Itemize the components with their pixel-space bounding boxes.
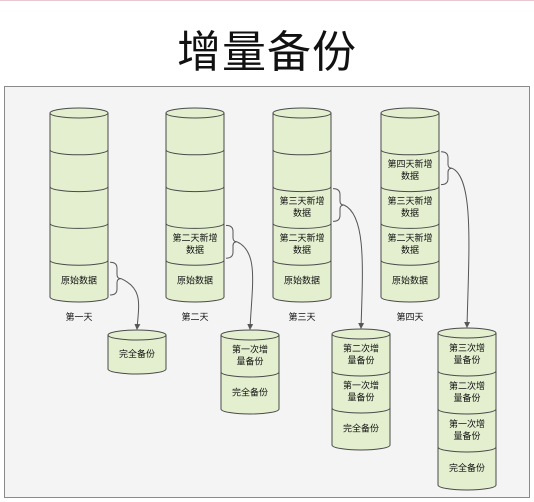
day-cylinder-4-top — [380, 107, 440, 119]
backup-cylinder-3-segment-label: 第一次增量备份 — [343, 380, 379, 404]
day-cylinder-4-divider — [380, 223, 440, 229]
day-cylinder-3-divider — [272, 260, 332, 266]
day-cylinder-4 — [380, 107, 440, 303]
day-cylinder-2-top — [165, 107, 225, 119]
backup-cylinder-2-divider — [220, 371, 280, 378]
day-cylinder-3-divider — [272, 223, 332, 229]
backup-cylinder-4-top — [437, 327, 497, 339]
day-cylinder-2-body — [165, 113, 225, 303]
day-cylinder-2-divider — [165, 149, 225, 156]
day-cylinder-2-divider — [165, 223, 225, 229]
day-cylinder-2 — [165, 107, 225, 303]
brace-1 — [109, 261, 122, 296]
day-cylinder-3-segment-label: 第三天新增数据 — [279, 195, 324, 219]
day-cylinder-1-divider — [49, 149, 109, 156]
backup-cylinder-3 — [331, 328, 391, 451]
day-cylinder-1-segment-label: 原始数据 — [61, 275, 97, 287]
day-cylinder-2-divider — [165, 186, 225, 193]
backup-cylinder-4-divider — [437, 370, 497, 377]
backup-cylinder-3-top — [331, 328, 391, 340]
day-label-2: 第二天 — [181, 311, 208, 323]
backup-cylinder-3-segment-label: 第二次增量备份 — [343, 343, 379, 367]
day-cylinder-3-top — [272, 107, 332, 119]
backup-cylinder-2 — [220, 329, 280, 415]
backup-cylinder-1-body — [107, 335, 167, 375]
day-cylinder-1 — [49, 107, 109, 303]
backup-cylinder-4-segment-label: 完全备份 — [449, 462, 485, 474]
day-cylinder-3-segment-label: 第二天新增数据 — [279, 232, 324, 256]
day-cylinder-4-segment-label: 原始数据 — [392, 275, 428, 287]
day-cylinder-4-segment-label: 第三天新增数据 — [387, 195, 432, 219]
day-cylinder-3 — [272, 107, 332, 303]
backup-cylinder-1 — [107, 329, 167, 375]
backup-cylinder-4-body — [437, 333, 497, 491]
day-cylinder-3-body — [272, 113, 332, 303]
day-cylinder-4-segment-label: 第四天新增数据 — [387, 158, 432, 182]
backup-cylinder-2-segment-label: 第一次增量备份 — [232, 344, 268, 368]
brace-3 — [332, 188, 345, 222]
backup-cylinder-3-body — [331, 334, 391, 451]
backup-cylinder-1-segment-label: 完全备份 — [119, 348, 155, 360]
day-cylinder-2-segment-label: 原始数据 — [177, 275, 213, 287]
backup-cylinder-4-segment-label: 第二次增量备份 — [449, 380, 485, 404]
day-cylinder-1-top — [49, 107, 109, 119]
backup-cylinder-2-top — [220, 329, 280, 341]
day-cylinder-4-divider — [380, 149, 440, 156]
day-cylinder-4-divider — [380, 186, 440, 193]
flow-arrow-1 — [120, 278, 141, 330]
top-rule — [0, 0, 534, 1]
brace-2 — [225, 224, 238, 259]
day-cylinder-1-divider — [49, 186, 109, 193]
backup-cylinder-3-divider — [331, 370, 391, 377]
day-cylinder-1-divider — [49, 223, 109, 229]
day-cylinder-1-divider — [49, 260, 109, 266]
backup-cylinder-3-segment-label: 完全备份 — [343, 423, 379, 435]
day-cylinder-3-divider — [272, 186, 332, 193]
backup-cylinder-4-segment-label: 第三次增量备份 — [449, 342, 485, 366]
backup-cylinder-4-divider — [437, 446, 497, 453]
day-label-1: 第一天 — [65, 311, 92, 323]
day-cylinder-3-divider — [272, 149, 332, 156]
day-label-4: 第四天 — [396, 311, 423, 323]
day-cylinder-4-divider — [380, 260, 440, 266]
day-cylinder-4-body — [380, 113, 440, 303]
flow-arrow-3 — [343, 204, 365, 329]
flow-arrow-2 — [236, 241, 254, 330]
backup-cylinder-2-segment-label: 完全备份 — [232, 387, 268, 399]
flow-arrow-4 — [451, 167, 471, 328]
page-title: 增量备份 — [177, 27, 357, 78]
day-label-3: 第三天 — [288, 311, 315, 323]
day-cylinder-4-segment-label: 第二天新增数据 — [387, 232, 432, 256]
brace-4 — [440, 151, 453, 186]
day-cylinder-1-body — [49, 113, 109, 303]
backup-cylinder-4 — [437, 327, 497, 491]
day-cylinder-2-segment-label: 第二天新增数据 — [172, 232, 217, 256]
backup-cylinder-4-segment-label: 第一次增量备份 — [449, 418, 485, 442]
backup-cylinder-4-divider — [437, 408, 497, 415]
backup-cylinder-3-divider — [331, 407, 391, 414]
day-cylinder-2-divider — [165, 260, 225, 266]
backup-cylinder-2-body — [220, 335, 280, 415]
backup-cylinder-1-top — [107, 329, 167, 341]
day-cylinder-3-segment-label: 原始数据 — [284, 275, 320, 287]
